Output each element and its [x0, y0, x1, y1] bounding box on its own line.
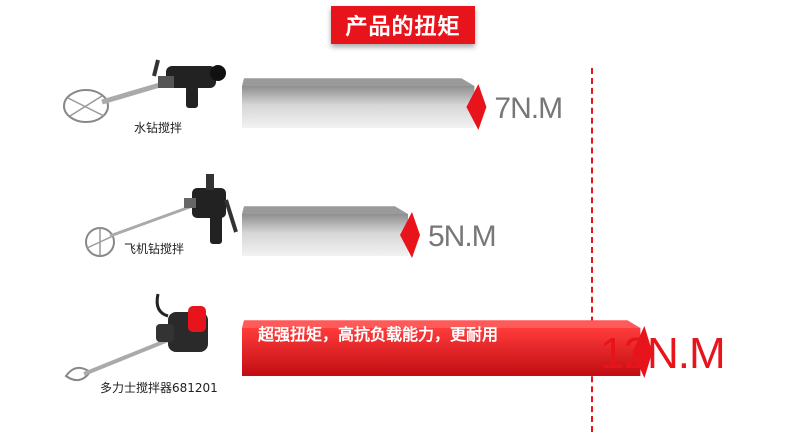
tool-label-drill-mixer: 飞机钻搅拌 — [124, 242, 185, 256]
bar-2 — [242, 214, 408, 256]
duolishi-mixer-image — [60, 290, 220, 390]
tool-label-duolishi-mixer: 多力士搅拌器681201 — [100, 381, 218, 395]
bar-end-cap — [632, 326, 653, 378]
bar-top-face — [242, 320, 641, 328]
value-label-1: 7N.M — [494, 92, 562, 125]
max-reference-line — [591, 68, 593, 432]
bar-3 — [242, 328, 641, 376]
bar-1 — [242, 86, 475, 128]
bar-end-cap — [466, 84, 487, 130]
tool-label-core-drill-mixer: 水钻搅拌 — [134, 121, 183, 135]
highlight-caption: 超强扭矩，高抗负载能力，更耐用 — [257, 325, 498, 344]
bar-top-face — [242, 78, 475, 86]
chart-title: 产品的扭矩 — [331, 6, 475, 44]
core-drill-mixer-image — [58, 56, 228, 136]
drill-mixer-image — [80, 170, 240, 260]
bar-end-cap — [400, 212, 420, 258]
bar-top-face — [242, 206, 408, 214]
value-label-3: 12N.M — [600, 329, 725, 378]
value-label-2: 5N.M — [428, 220, 496, 253]
